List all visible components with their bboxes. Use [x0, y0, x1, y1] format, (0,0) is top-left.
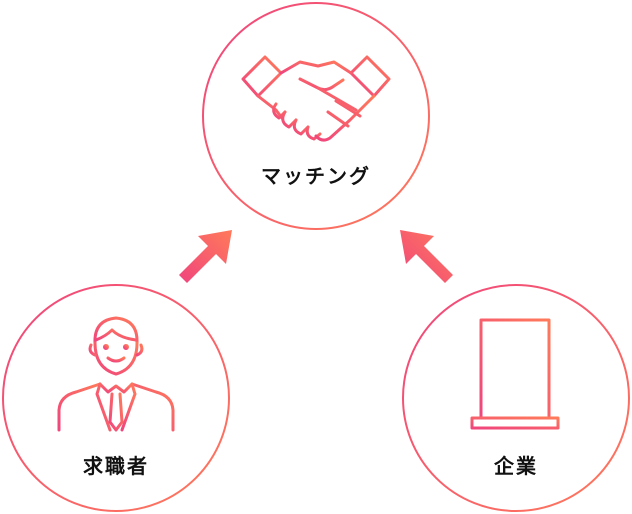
arrow-company-to-matching — [400, 230, 453, 283]
building-icon — [470, 318, 560, 430]
matching-node: マッチング — [202, 2, 430, 230]
job-seeker-circle — [2, 284, 230, 512]
company-node: 企業 — [402, 284, 630, 512]
handshake-icon — [241, 55, 391, 142]
job-seeker-label: 求職者 — [83, 454, 149, 478]
job-seeker-node: 求職者 — [2, 284, 230, 512]
matching-circle — [202, 2, 430, 230]
company-label: 企業 — [493, 454, 538, 478]
matching-label: マッチング — [261, 164, 371, 188]
person-icon — [57, 316, 175, 432]
arrow-job-seeker-to-matching — [179, 230, 232, 283]
